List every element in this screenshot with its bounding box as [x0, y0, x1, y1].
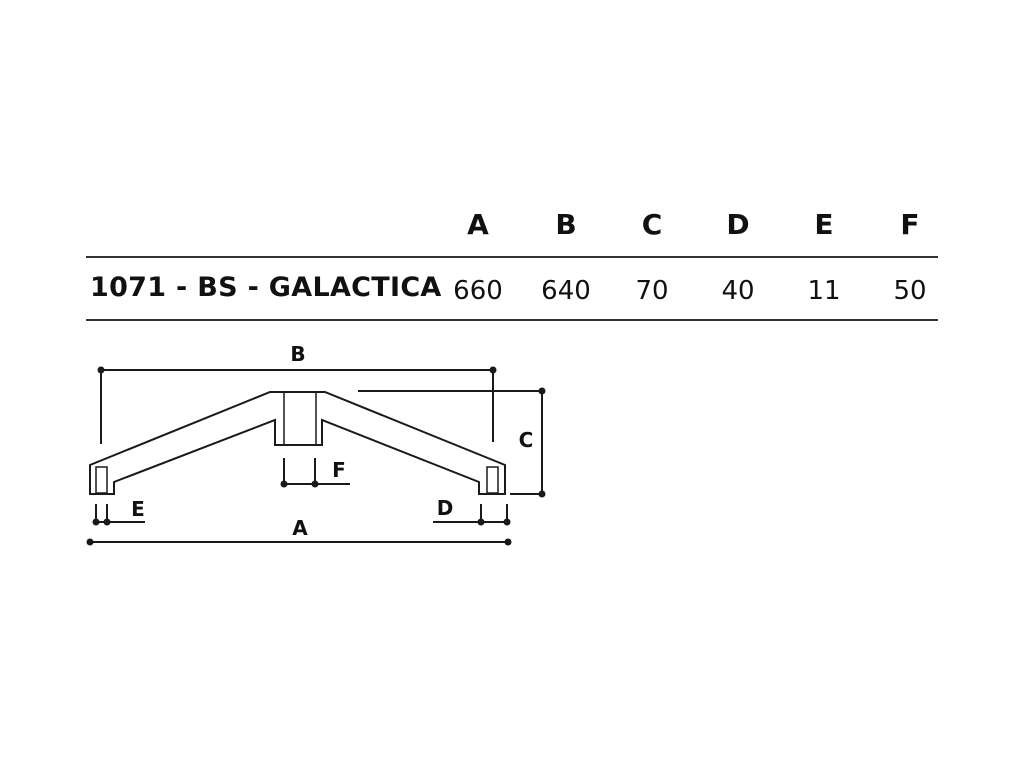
dimension-d: [433, 504, 511, 526]
value-e: 11: [807, 276, 841, 306]
value-d: 40: [721, 276, 755, 306]
dimension-label-b: B: [290, 342, 305, 366]
center-post: [283, 391, 317, 446]
dimension-label-a: A: [292, 516, 308, 540]
table-rule-top: [86, 256, 938, 258]
value-c: 70: [635, 276, 669, 306]
dimension-label-c: C: [519, 428, 534, 452]
left-foot-slot: [95, 466, 108, 494]
column-header-c: C: [641, 208, 663, 241]
dimension-label-f: F: [332, 458, 346, 482]
right-foot-slot: [486, 466, 499, 494]
value-b: 640: [541, 276, 591, 306]
column-header-d: D: [726, 208, 750, 241]
column-header-b: B: [555, 208, 577, 241]
column-header-a: A: [467, 208, 489, 241]
dimension-label-d: D: [437, 496, 454, 520]
dimension-a: [86, 538, 512, 546]
column-header-e: E: [814, 208, 834, 241]
dimension-label-e: E: [131, 497, 145, 521]
value-f: 50: [893, 276, 927, 306]
dimension-c: [358, 387, 546, 498]
dimension-b: [97, 366, 497, 444]
handle-outline: [89, 391, 506, 495]
value-a: 660: [453, 276, 503, 306]
column-header-f: F: [900, 208, 920, 241]
dimension-f: [280, 458, 350, 488]
dimension-e: [92, 504, 145, 526]
model-name: 1071 - BS - GALACTICA: [90, 272, 442, 303]
table-rule-bottom: [86, 319, 938, 321]
